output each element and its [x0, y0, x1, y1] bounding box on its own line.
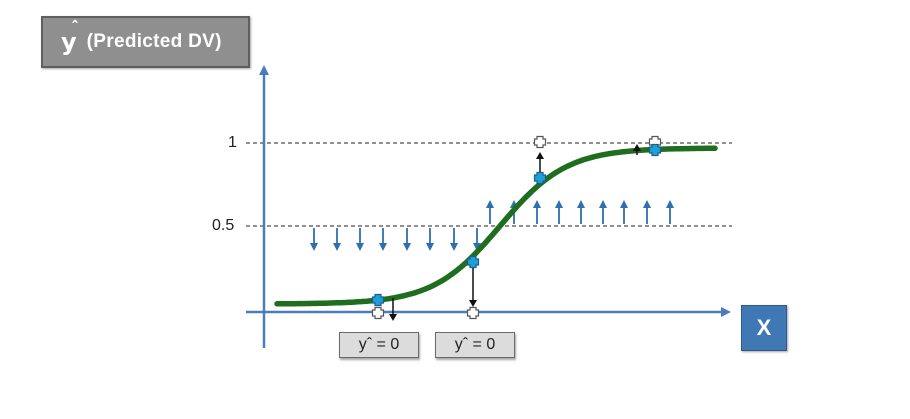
- y-tick-1: 1: [228, 134, 237, 151]
- up-arrows-group: [486, 200, 674, 224]
- plus-point-icon: [371, 293, 385, 307]
- prediction-box-2: yˆ = 0: [435, 332, 515, 358]
- plus-point-icon: [466, 306, 480, 320]
- x-axis-label-box: X: [741, 305, 787, 351]
- down-arrow-icon: [356, 228, 364, 251]
- down-arrow-icon: [333, 228, 341, 251]
- up-arrow-icon: [620, 200, 628, 224]
- down-arrow-icon: [473, 228, 481, 251]
- down-arrow-icon: [389, 314, 397, 321]
- down-arrow-icon: [469, 300, 477, 307]
- projection-arrows: [389, 144, 641, 321]
- up-arrow-icon: [633, 144, 641, 151]
- y-axis-label-text: (Predicted DV): [86, 31, 222, 52]
- up-arrow-icon: [666, 200, 674, 224]
- down-arrow-icon: [310, 228, 318, 251]
- up-arrow-icon: [555, 200, 563, 224]
- prediction-box-1: yˆ = 0: [339, 332, 419, 358]
- plus-point-icon: [371, 306, 385, 320]
- down-arrows-group: [310, 228, 481, 251]
- down-arrow-icon: [379, 228, 387, 251]
- up-arrow-icon: [486, 200, 494, 224]
- plus-point-icon: [648, 143, 662, 157]
- up-arrow-icon: [536, 152, 544, 159]
- up-arrow-icon: [533, 200, 541, 224]
- plus-point-icon: [533, 135, 547, 149]
- up-arrow-icon: [599, 200, 607, 224]
- down-arrow-icon: [403, 228, 411, 251]
- up-arrow-icon: [643, 200, 651, 224]
- plus-point-icon: [466, 255, 480, 269]
- down-arrow-icon: [426, 228, 434, 251]
- down-arrow-icon: [450, 228, 458, 251]
- plus-point-icon: [533, 171, 547, 185]
- up-arrow-icon: [577, 200, 585, 224]
- sigmoid-curve: [274, 145, 718, 307]
- y-tick-0-5: 0.5: [212, 217, 235, 234]
